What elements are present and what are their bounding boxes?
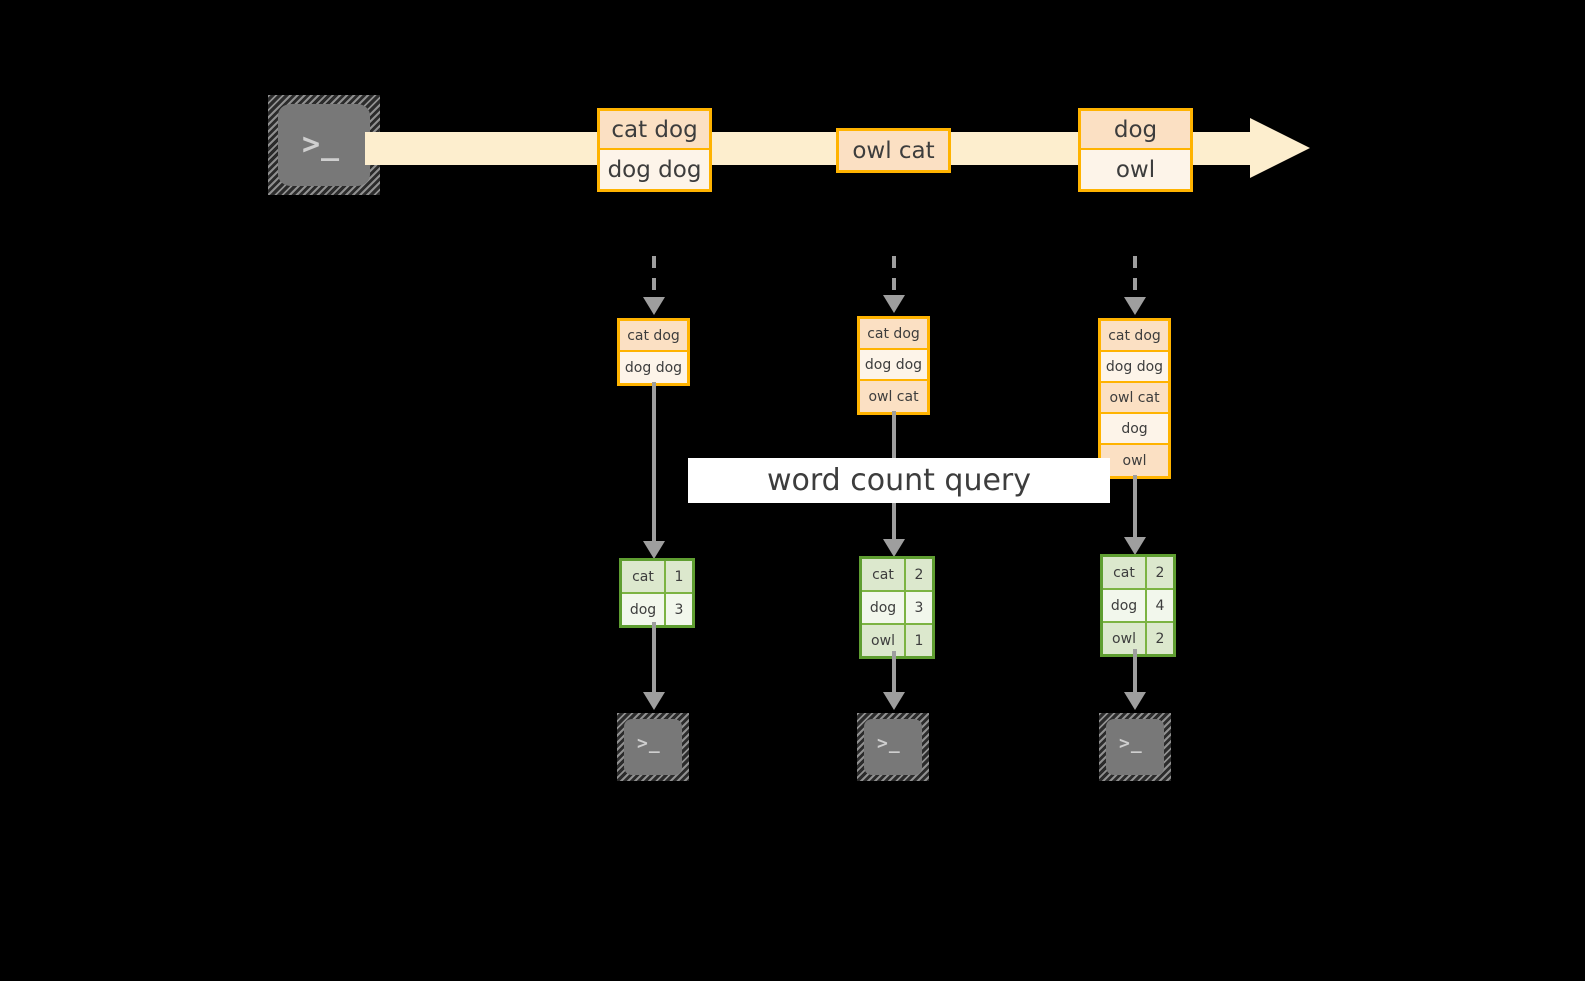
table-cell-count: 1 — [906, 625, 932, 656]
snapshot-tick-line — [652, 256, 656, 302]
input-line: cat dog — [620, 321, 687, 352]
table-row: dog 3 — [622, 594, 692, 625]
snapshot-tick-arrowhead — [883, 295, 905, 313]
snapshot-input-box: cat dog dog dog owl cat dog owl — [1098, 318, 1171, 479]
timeline-event-box: cat dog dog dog — [597, 108, 712, 192]
query-flow-arrowhead — [643, 541, 665, 559]
source-terminal-icon: >_ — [268, 95, 380, 195]
table-row: owl 1 — [862, 625, 932, 656]
table-cell-count: 1 — [666, 561, 692, 592]
input-line: cat dog — [860, 319, 927, 350]
terminal-body — [864, 719, 922, 775]
table-cell-word: owl — [1103, 623, 1147, 654]
query-flow-line — [652, 382, 656, 552]
terminal-prompt-glyph: >_ — [877, 733, 901, 754]
snapshot-input-box: cat dog dog dog owl cat — [857, 316, 930, 415]
input-line: cat dog — [1101, 321, 1168, 352]
snapshot-result-table: cat 2 dog 4 owl 2 — [1100, 554, 1176, 657]
input-line: dog — [1101, 414, 1168, 445]
terminal-body — [624, 719, 682, 775]
timeline-event-box: dog owl — [1078, 108, 1193, 192]
timeline-event-box: owl cat — [836, 128, 951, 173]
event-line: dog dog — [600, 150, 709, 189]
sink-terminal-icon: >_ — [857, 713, 929, 781]
table-cell-word: dog — [1103, 590, 1147, 621]
table-row: dog 4 — [1103, 590, 1173, 623]
stream-timeline-arrowhead — [1250, 118, 1310, 178]
table-cell-word: owl — [862, 625, 906, 656]
query-label: word count query — [688, 458, 1110, 503]
sink-flow-arrowhead — [643, 692, 665, 710]
event-line: dog — [1081, 111, 1190, 150]
input-line: owl cat — [860, 381, 927, 412]
table-cell-word: cat — [862, 559, 906, 590]
event-line: cat dog — [600, 111, 709, 150]
input-line: dog dog — [1101, 352, 1168, 383]
table-cell-count: 3 — [666, 594, 692, 625]
sink-terminal-icon: >_ — [1099, 713, 1171, 781]
query-flow-line — [1133, 475, 1137, 550]
event-line: owl — [1081, 150, 1190, 189]
snapshot-result-table: cat 2 dog 3 owl 1 — [859, 556, 935, 659]
snapshot-tick-line — [892, 256, 896, 300]
table-cell-word: dog — [622, 594, 666, 625]
snapshot-tick-arrowhead — [643, 297, 665, 315]
terminal-prompt-glyph: >_ — [1119, 733, 1143, 754]
table-row: cat 2 — [862, 559, 932, 592]
input-line: dog dog — [860, 350, 927, 381]
table-cell-word: dog — [862, 592, 906, 623]
snapshot-result-table: cat 1 dog 3 — [619, 558, 695, 628]
query-flow-arrowhead — [883, 539, 905, 557]
terminal-prompt-glyph: >_ — [302, 127, 341, 162]
input-line: dog dog — [620, 352, 687, 383]
terminal-body — [1106, 719, 1164, 775]
table-cell-count: 2 — [906, 559, 932, 590]
event-line: owl cat — [839, 131, 948, 170]
table-cell-count: 4 — [1147, 590, 1173, 621]
sink-terminal-icon: >_ — [617, 713, 689, 781]
table-cell-word: cat — [622, 561, 666, 592]
snapshot-input-box: cat dog dog dog — [617, 318, 690, 386]
input-line: owl — [1101, 445, 1168, 476]
table-row: dog 3 — [862, 592, 932, 625]
terminal-prompt-glyph: >_ — [637, 733, 661, 754]
sink-flow-arrowhead — [1124, 692, 1146, 710]
table-cell-count: 2 — [1147, 623, 1173, 654]
query-flow-arrowhead — [1124, 537, 1146, 555]
table-cell-word: cat — [1103, 557, 1147, 588]
input-line: owl cat — [1101, 383, 1168, 414]
snapshot-tick-arrowhead — [1124, 297, 1146, 315]
sink-flow-line — [652, 622, 656, 697]
sink-flow-line — [1133, 649, 1137, 697]
sink-flow-line — [892, 651, 896, 697]
table-row: cat 1 — [622, 561, 692, 594]
table-row: owl 2 — [1103, 623, 1173, 654]
sink-flow-arrowhead — [883, 692, 905, 710]
snapshot-tick-line — [1133, 256, 1137, 302]
terminal-body — [278, 104, 370, 186]
table-cell-count: 2 — [1147, 557, 1173, 588]
table-cell-count: 3 — [906, 592, 932, 623]
table-row: cat 2 — [1103, 557, 1173, 590]
